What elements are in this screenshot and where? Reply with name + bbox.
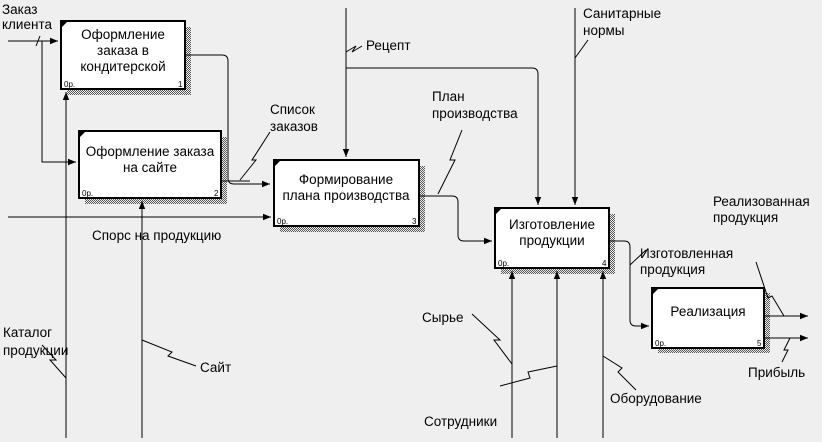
box-3-title-line-1: Формирование: [299, 172, 393, 187]
box-3-cost: 0р.: [277, 217, 288, 226]
orders-list-squiggle: [239, 131, 271, 181]
box-4-number: 4: [602, 259, 607, 268]
made-squiggle: [629, 249, 647, 266]
equipment-label: Оборудование: [610, 391, 702, 406]
box-2-cost: 0р.: [82, 189, 93, 198]
activity-box-1[interactable]: Оформление заказа в кондитерской 0р. 1: [60, 20, 186, 90]
box-2-number: 2: [214, 189, 219, 198]
order-squiggle: [35, 35, 41, 47]
box1-to-box3-arrow[interactable]: [185, 54, 270, 188]
recipe-squiggle: [345, 45, 363, 53]
made-label-line-1: Изготовленная: [640, 246, 733, 261]
catalog-squiggle: [41, 344, 67, 379]
box-2-title-line-1: Оформление заказа: [86, 144, 215, 159]
site-squiggle: [141, 339, 197, 367]
order-label-line-1: Заказ: [2, 2, 37, 17]
arrows: [8, 8, 808, 438]
activity-box-4[interactable]: Изготовление продукции 0р. 4: [494, 207, 610, 269]
sold-label-line-1: Реализованная: [713, 194, 810, 209]
activity-box-5[interactable]: Реализация 0р. 5: [651, 287, 765, 349]
box3-to-box4-arrow[interactable]: [419, 195, 492, 245]
box-4-title-line-1: Изготовление: [509, 217, 595, 232]
box-1-number: 1: [178, 80, 183, 89]
order-label-line-2: клиента: [2, 17, 52, 32]
sanitary-label-line-2: нормы: [583, 23, 624, 38]
staff-squiggle: [499, 365, 558, 387]
activity-box-3[interactable]: Формирование плана производства 0р. 3: [273, 159, 420, 227]
raw-squiggle: [471, 313, 513, 365]
profit-squiggle: [781, 337, 791, 363]
sanitary-label-line-1: Санитарные: [583, 6, 661, 21]
arrow-labels: Заказ клиента Рецепт Санитарные нормы Сп…: [2, 2, 810, 429]
site-label: Сайт: [200, 360, 231, 375]
activity-box-2[interactable]: Оформление заказа на сайте 0р. 2: [78, 130, 222, 199]
profit-label: Прибыль: [748, 365, 805, 380]
plan-label-line-2: производства: [432, 106, 518, 121]
box-3-number: 3: [412, 217, 417, 226]
box-1-title-line-3: кондитерской: [80, 59, 165, 74]
staff-label: Сотрудники: [424, 414, 497, 429]
sanitary-squiggle: [574, 39, 589, 59]
demand-label: Спорс на продукцию: [92, 228, 221, 243]
box-1-title-line-2: заказа в: [97, 43, 149, 58]
plan-squiggle: [437, 129, 463, 195]
box-1-title-line-1: Оформление: [81, 27, 165, 42]
catalog-label-line-2: продукции: [3, 343, 68, 358]
made-label-line-2: продукция: [640, 262, 705, 277]
box-5-title: Реализация: [670, 304, 745, 319]
box-4-title-line-2: продукции: [519, 233, 584, 248]
recipe-to-box4-arrow[interactable]: [346, 67, 542, 205]
order-branch-arrow[interactable]: [41, 41, 76, 166]
sold-label-line-2: продукция: [713, 210, 778, 225]
equipment-squiggle: [602, 355, 637, 391]
box-2-title-line-2: на сайте: [123, 160, 177, 175]
box-4-cost: 0р.: [498, 259, 509, 268]
recipe-label: Рецепт: [366, 38, 411, 53]
orders-list-label-line-1: Список: [270, 102, 315, 117]
box4-to-box5-arrow[interactable]: [609, 240, 649, 330]
plan-label-line-1: План: [432, 89, 465, 104]
raw-label: Сырье: [422, 310, 464, 325]
box-3-title-line-2: плана производства: [282, 188, 410, 203]
catalog-label-line-1: Каталог: [3, 325, 52, 340]
box-5-number: 5: [757, 339, 762, 348]
box-1-cost: 0р.: [64, 80, 75, 89]
orders-list-label-line-2: заказов: [270, 119, 318, 134]
box-5-cost: 0р.: [655, 339, 666, 348]
sold-squiggle: [755, 261, 785, 317]
